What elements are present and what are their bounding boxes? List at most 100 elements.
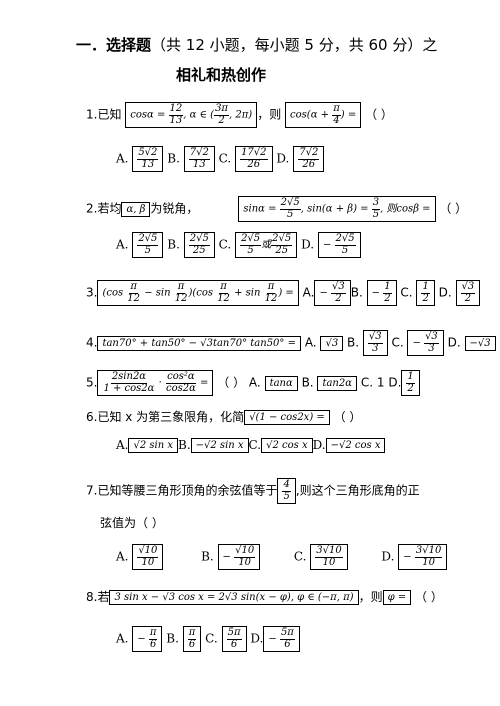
q6-option-a-label: A.: [116, 438, 129, 452]
q6-option-a: √2 sin x: [128, 438, 178, 453]
q5-option-c-label: C.: [360, 375, 374, 390]
q7-option-b-label: B.: [201, 549, 214, 564]
q2-mid: 为锐角，: [150, 201, 199, 216]
q7-option-a-label: A.: [116, 549, 129, 564]
q2-vars-box: α, β: [121, 201, 151, 217]
q8-phi-box: φ =: [382, 590, 412, 605]
q2-prefix: 若均: [97, 201, 122, 216]
q5-answer-paren: （ ）: [217, 375, 246, 390]
q3-option-c-label: C.: [400, 285, 413, 300]
q7-number: 7.: [86, 483, 98, 498]
q1-number: 1.: [86, 107, 98, 122]
q2-number: 2.: [86, 201, 98, 216]
q2-option-a-label: A.: [116, 237, 129, 252]
q4-option-a: √3: [320, 335, 344, 351]
q4-expression-box: tan70° + tan50° − √3tan70° tan50° =: [97, 335, 301, 351]
q5-option-a-label: A.: [248, 375, 261, 390]
q6-option-c-label: C.: [248, 438, 262, 452]
q5-option-c: 1: [376, 375, 385, 390]
q6-expression-box: √(1 − cos2x) =: [244, 410, 330, 425]
q1-prefix: 已知: [97, 107, 122, 122]
q1-option-d-label: D.: [276, 151, 290, 166]
q8-expression-box: 3 sin x − √3 cos x = 2√3 sin(x − φ), φ ∈…: [109, 590, 359, 605]
q6-option-b: −√2 sin x: [190, 438, 249, 453]
q4-option-d: −√3: [464, 335, 496, 351]
question-4: 4.tan70° + tan50° − √3tan70° tan50° = A.…: [86, 330, 496, 356]
q7-option-c-label: C.: [293, 549, 307, 564]
q6-option-c: √2 cos x: [261, 438, 313, 453]
q3-option-d-label: D.: [438, 285, 452, 300]
q2-option-c-label: C.: [218, 237, 232, 252]
q6-answer-paren: （ ）: [333, 410, 362, 424]
q4-number: 4.: [86, 335, 98, 350]
section-title-bold: 一．选择题: [76, 36, 152, 54]
q1-option-c-label: C.: [218, 151, 232, 166]
q5-option-d-label: D.: [388, 375, 402, 390]
section-title: 一．选择题（共 12 小题，每小题 5 分，共 60 分）之: [76, 34, 437, 55]
q1-option-a-label: A.: [116, 151, 129, 166]
q8-then: ，则: [358, 590, 383, 604]
q5-option-b-label: B.: [301, 375, 314, 390]
q2-option-b-label: B.: [167, 237, 180, 252]
q1-then: ，则: [257, 107, 282, 122]
q2-option-d-label: D.: [301, 237, 315, 252]
q8-number: 8.: [86, 590, 98, 604]
q2-answer-paren: （ ）: [439, 201, 468, 216]
q4-option-c-label: C.: [391, 335, 404, 350]
q8-option-c-label: C.: [205, 631, 218, 646]
q4-option-a-label: A.: [304, 335, 317, 350]
q5-number: 5.: [86, 375, 98, 390]
section-subtitle: 相礼和热创作: [176, 66, 267, 84]
q7-text-a: 已知等腰三角形顶角的余弦值等于: [97, 483, 278, 498]
q3-option-a-label: A.: [302, 285, 315, 300]
q4-option-b-label: B.: [347, 335, 360, 350]
q7-line-2: 弦值为（ ）: [100, 516, 164, 530]
section-title-rest: （共 12 小题，每小题 5 分，共 60 分）之: [151, 36, 438, 54]
q7-option-d-label: D.: [381, 549, 395, 564]
question-6: 6.已知 x 为第三象限角，化简√(1 − cos2x) = （ ）: [86, 408, 361, 425]
q5-option-a: tanα: [264, 375, 298, 391]
q3-number: 3.: [86, 285, 98, 300]
q8-option-d-label: D.: [250, 631, 264, 646]
q1-answer-paren: （ ）: [365, 107, 393, 122]
q8-prefix: 若: [97, 590, 110, 604]
q3-option-b-label: B.: [350, 285, 363, 300]
q7-text-b: ,则这个三角形底角的正: [295, 483, 420, 498]
